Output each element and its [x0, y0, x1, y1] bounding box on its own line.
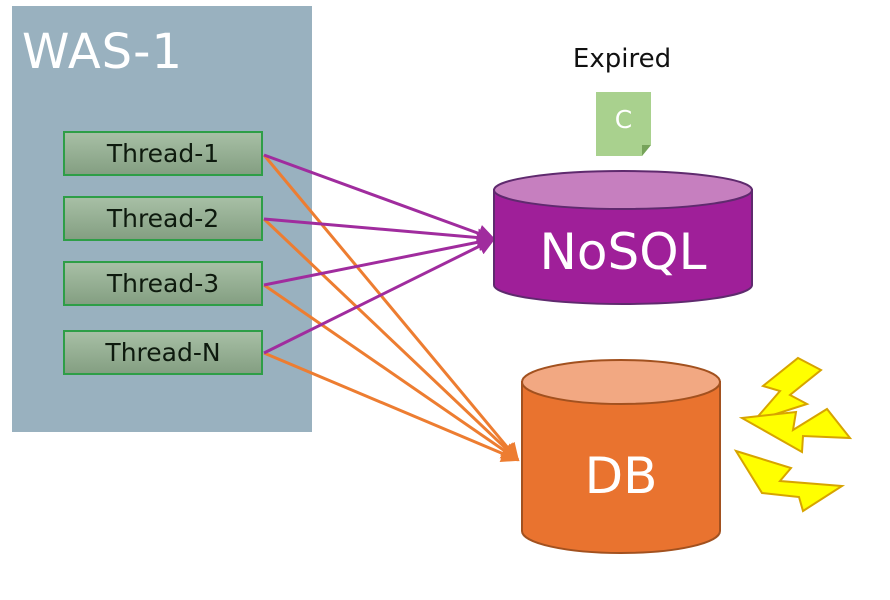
thread-box-3: Thread-3 [63, 261, 263, 306]
db-database-icon [521, 359, 721, 554]
arrow-thread-1-to-db [262, 154, 520, 462]
nosql-database-icon [493, 170, 753, 305]
arrow-thread-3-to-db [263, 283, 520, 462]
thread-box-2: Thread-2 [63, 196, 263, 241]
lightning-icon [733, 356, 853, 513]
arrow-thread-1-to-nosql [263, 153, 496, 242]
cache-item-letter: C [614, 105, 633, 134]
was-server-title: WAS-1 [22, 24, 183, 80]
arrow-thread-2-to-nosql [263, 217, 496, 247]
arrow-thread-n-to-nosql [263, 237, 496, 355]
thread-box-1: Thread-1 [63, 131, 263, 176]
arrow-thread-3-to-nosql [263, 233, 496, 287]
cache-note-shape [596, 92, 651, 156]
db-label: DB [584, 447, 658, 505]
arrow-thread-n-to-db [263, 351, 520, 463]
arrow-thread-2-to-db [262, 217, 520, 462]
cache-expired-label: Expired [572, 44, 672, 74]
cache-note-corner [642, 145, 651, 156]
thread-box-n: Thread-N [63, 330, 263, 375]
nosql-label: NoSQL [539, 223, 707, 281]
